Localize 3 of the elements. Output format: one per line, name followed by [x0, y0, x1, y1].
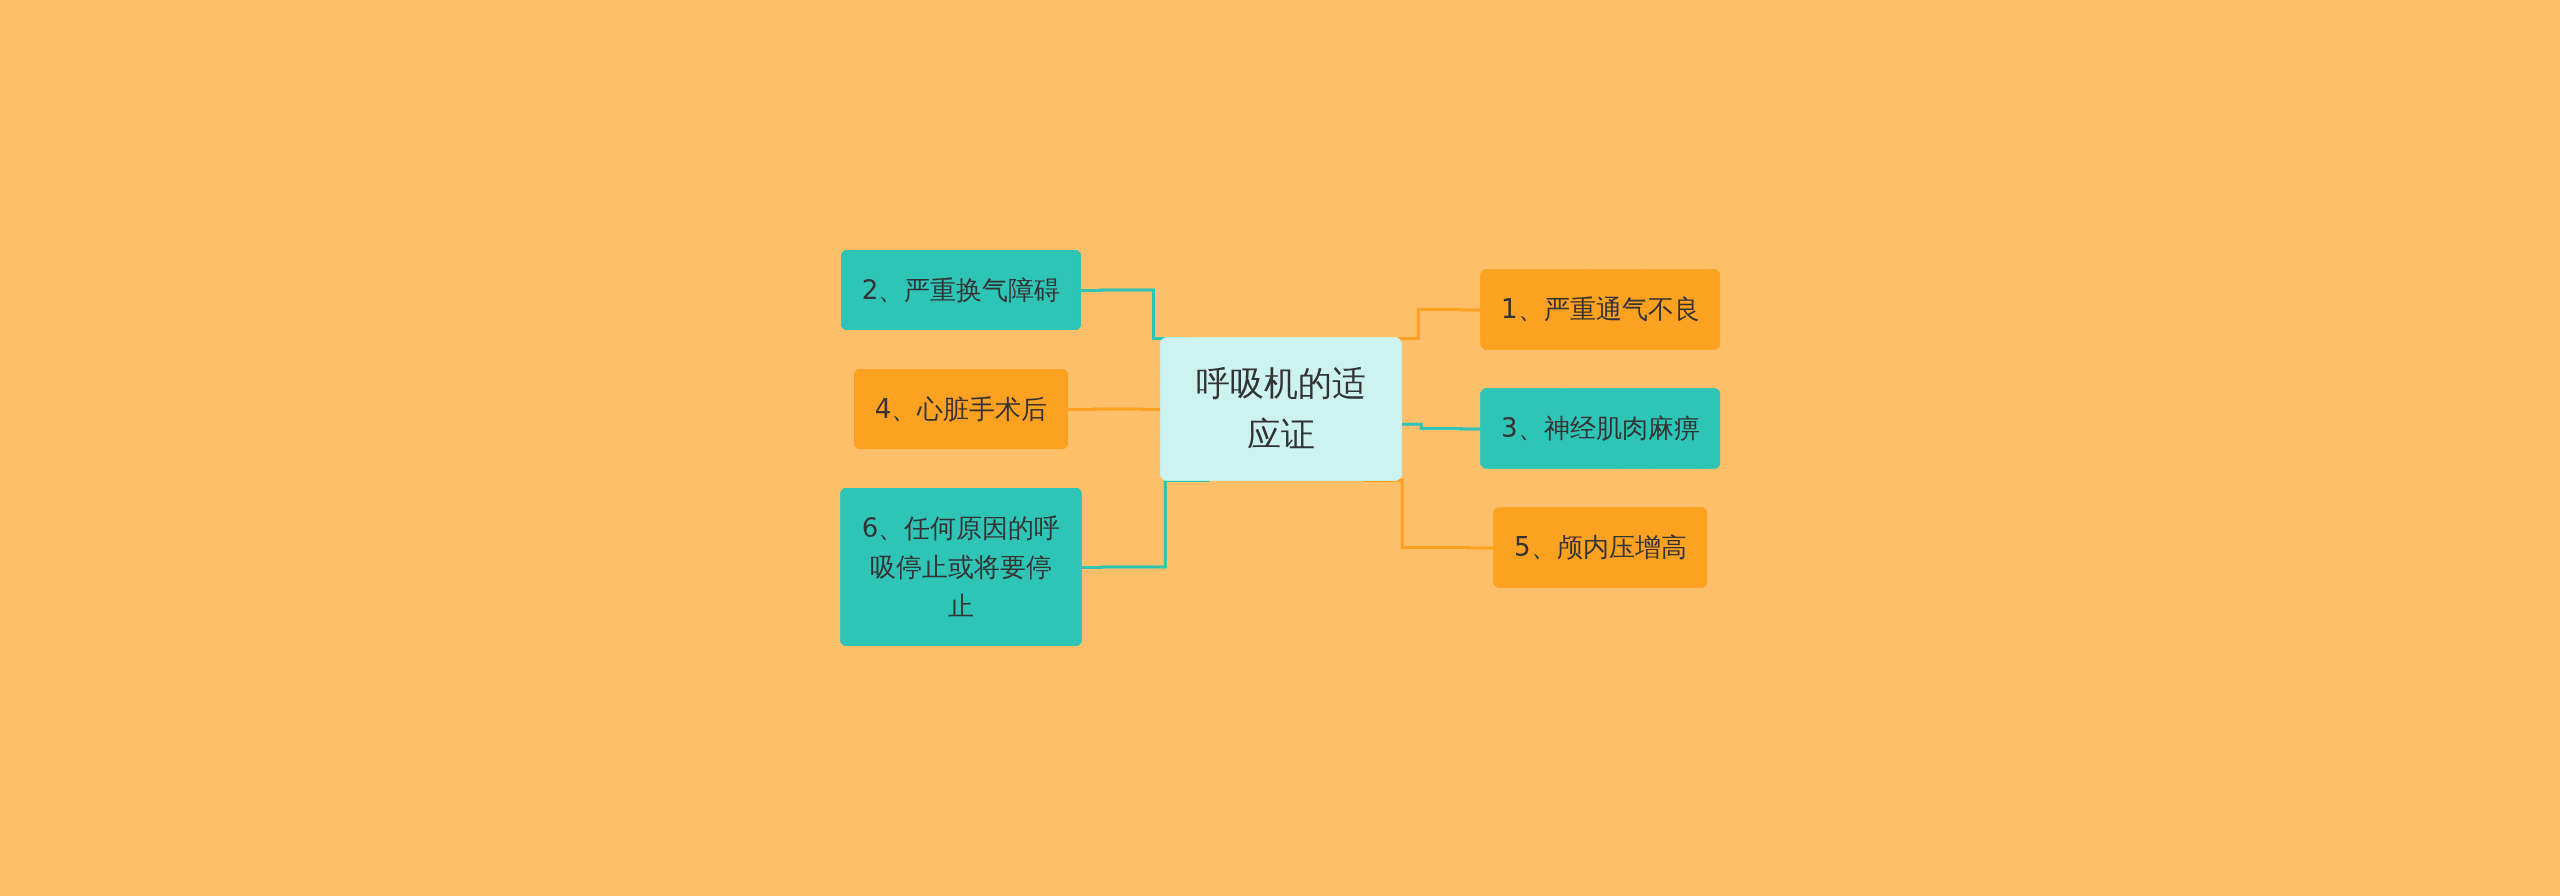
connector [1067, 407, 1162, 411]
connector [1401, 422, 1482, 431]
connector [1395, 308, 1482, 340]
